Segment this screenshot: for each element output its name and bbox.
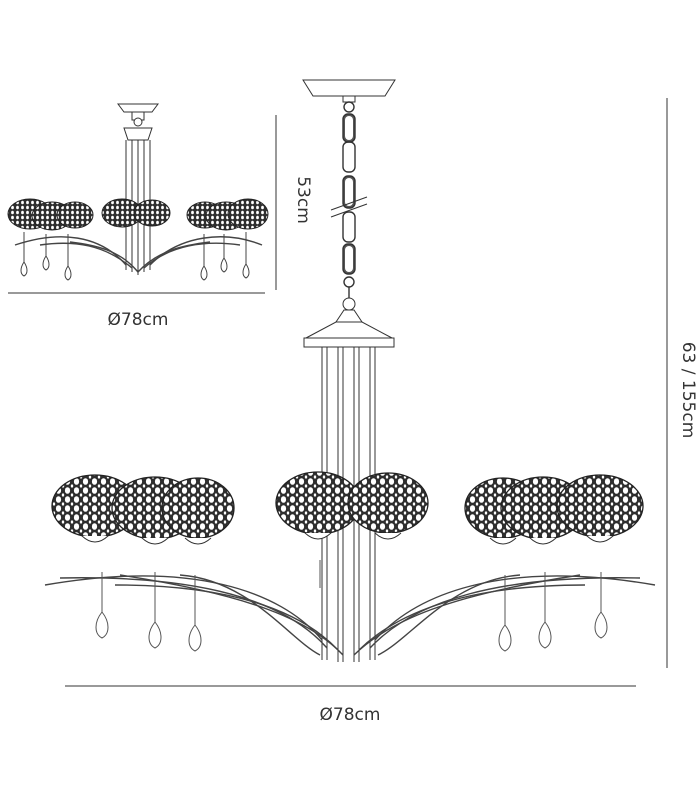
- large-crystals: [95, 560, 608, 652]
- chain: [342, 101, 356, 300]
- small-crystals: [20, 232, 250, 281]
- large-height-label: 63 / 155cm: [678, 342, 698, 439]
- large-chandelier: [44, 79, 656, 662]
- small-width-label: Ø78cm: [108, 310, 169, 330]
- large-width-dimension: Ø78cm: [65, 685, 636, 725]
- large-width-label: Ø78cm: [320, 705, 381, 725]
- small-height-label: 53cm: [293, 176, 313, 224]
- small-chandelier: [7, 103, 269, 281]
- small-width-dimension: Ø78cm: [8, 292, 265, 330]
- small-height-dimension: 53cm: [275, 115, 313, 290]
- large-height-dimension: 63 / 155cm: [666, 98, 698, 668]
- large-shades: [51, 471, 644, 545]
- arms: [44, 574, 656, 656]
- small-shades: [7, 198, 269, 231]
